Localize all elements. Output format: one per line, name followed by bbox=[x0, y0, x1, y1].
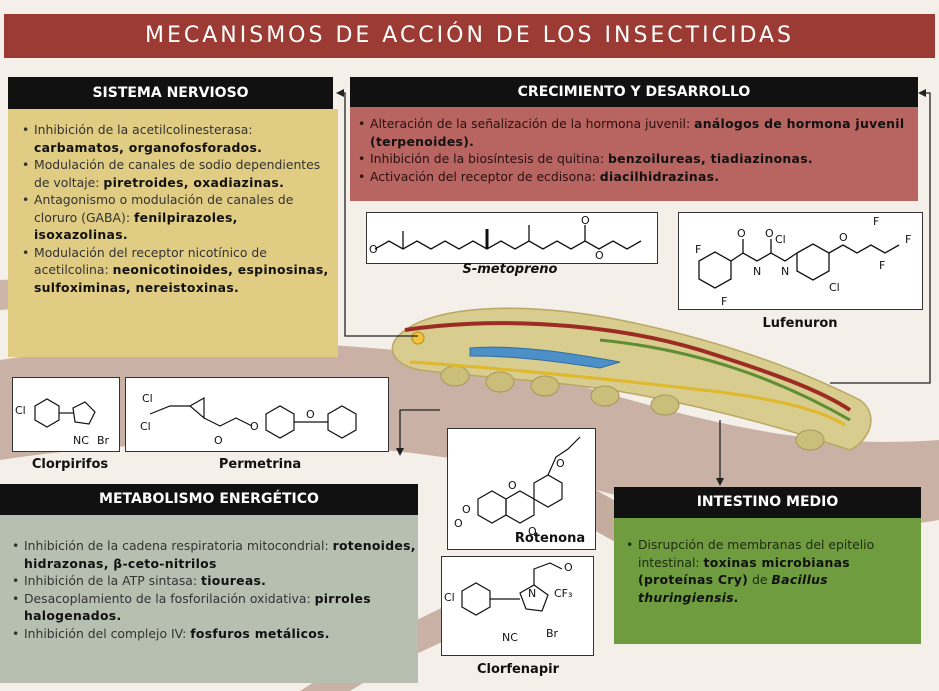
atom-label: O bbox=[369, 243, 378, 256]
chlorfenapyr-structure: Cl N CF₃ NC Br O bbox=[441, 556, 594, 656]
atom-label: N bbox=[528, 587, 536, 600]
atom-label: Cl bbox=[142, 392, 153, 405]
nervous-item: Antagonismo o modulación de canales de c… bbox=[20, 191, 330, 244]
atom-label: O bbox=[214, 434, 223, 447]
atom-label: Cl bbox=[140, 420, 151, 433]
atom-label: O bbox=[556, 457, 565, 470]
atom-label: O bbox=[306, 408, 315, 421]
permethrin-label: Permetrina bbox=[218, 457, 302, 472]
nervous-item: Inhibición de la acetilcolinesterasa: ca… bbox=[20, 121, 330, 156]
atom-label: O bbox=[250, 420, 259, 433]
atom-label: F bbox=[873, 215, 879, 228]
atom-label: F bbox=[695, 243, 701, 256]
atom-label: Cl bbox=[775, 233, 786, 246]
atom-label: O bbox=[564, 561, 573, 574]
rotenone-label: Rotenona bbox=[514, 531, 586, 546]
page-title: MECANISMOS DE ACCIÓN DE LOS INSECTICIDAS bbox=[4, 14, 935, 58]
atom-label: O bbox=[839, 231, 848, 244]
atom-label: Cl bbox=[444, 591, 455, 604]
chlorpyrifos-structure: Cl NC Br bbox=[12, 377, 120, 452]
growth-header: CRECIMIENTO Y DESARROLLO bbox=[350, 77, 918, 107]
atom-label: O bbox=[462, 503, 471, 516]
atom-label: O bbox=[508, 479, 517, 492]
nervous-item: Modulación del receptor nicotínico de ac… bbox=[20, 244, 330, 297]
metoprene-structure: O O O bbox=[366, 212, 658, 264]
atom-label: O bbox=[737, 227, 746, 240]
chlorfenapyr-label: Clorfenapir bbox=[476, 662, 559, 677]
midgut-item: Disrupción de membranas del epitelio int… bbox=[624, 536, 917, 606]
growth-panel: Alteración de la señalización de la horm… bbox=[350, 107, 918, 201]
energy-metabolism-panel: Inhibición de la cadena respiratoria mit… bbox=[0, 515, 418, 683]
atom-label: N bbox=[753, 265, 761, 278]
energy-metabolism-list: Inhibición de la cadena respiratoria mit… bbox=[10, 537, 418, 642]
atom-label: Cl bbox=[829, 281, 840, 294]
nervous-item: Modulación de canales de sodio dependien… bbox=[20, 156, 330, 191]
atom-label: O bbox=[595, 249, 604, 262]
growth-list: Alteración de la señalización de la horm… bbox=[356, 115, 912, 185]
atom-label: Br bbox=[546, 627, 559, 640]
lufenuron-label: Lufenuron bbox=[762, 316, 838, 331]
growth-item: Alteración de la señalización de la horm… bbox=[356, 115, 912, 150]
atom-label: NC bbox=[73, 434, 89, 447]
midgut-panel: Disrupción de membranas del epitelio int… bbox=[614, 518, 921, 644]
atom-label: O bbox=[765, 227, 774, 240]
nervous-system-panel: Inhibición de la acetilcolinesterasa: ca… bbox=[8, 109, 338, 357]
atom-label: Cl bbox=[15, 404, 26, 417]
atom-label: Br bbox=[97, 434, 110, 447]
metoprene-label: S-metopreno bbox=[462, 262, 558, 277]
atom-label: N bbox=[781, 265, 789, 278]
atom-label: F bbox=[721, 295, 727, 308]
atom-label: F bbox=[879, 259, 885, 272]
atom-label: O bbox=[528, 525, 537, 538]
permethrin-structure: Cl Cl O O O bbox=[125, 377, 389, 452]
energy-metabolism-header: METABOLISMO ENERGÉTICO bbox=[0, 484, 418, 515]
atom-label: F bbox=[905, 233, 911, 246]
midgut-header: INTESTINO MEDIO bbox=[614, 487, 921, 518]
atom-label: O bbox=[581, 214, 590, 227]
rotenone-structure: O O O O O bbox=[447, 428, 596, 550]
lufenuron-structure: F F O O N N Cl Cl O F F F bbox=[678, 212, 923, 310]
nervous-system-list: Inhibición de la acetilcolinesterasa: ca… bbox=[20, 121, 330, 296]
atom-label: O bbox=[454, 517, 463, 530]
energy-item: Desacoplamiento de la fosforilación oxid… bbox=[10, 590, 418, 625]
growth-item: Inhibición de la biosíntesis de quitina:… bbox=[356, 150, 912, 168]
atom-label: CF₃ bbox=[554, 587, 572, 600]
energy-item: Inhibición de la ATP sintasa: tioureas. bbox=[10, 572, 418, 590]
atom-label: NC bbox=[502, 631, 518, 644]
energy-item: Inhibición del complejo IV: fosfuros met… bbox=[10, 625, 418, 643]
caterpillar bbox=[391, 307, 872, 451]
energy-item: Inhibición de la cadena respiratoria mit… bbox=[10, 537, 418, 572]
growth-item: Activación del receptor de ecdisona: dia… bbox=[356, 168, 912, 186]
chlorpyrifos-label: Clorpirifos bbox=[31, 457, 109, 472]
nervous-system-header: SISTEMA NERVIOSO bbox=[8, 77, 333, 109]
